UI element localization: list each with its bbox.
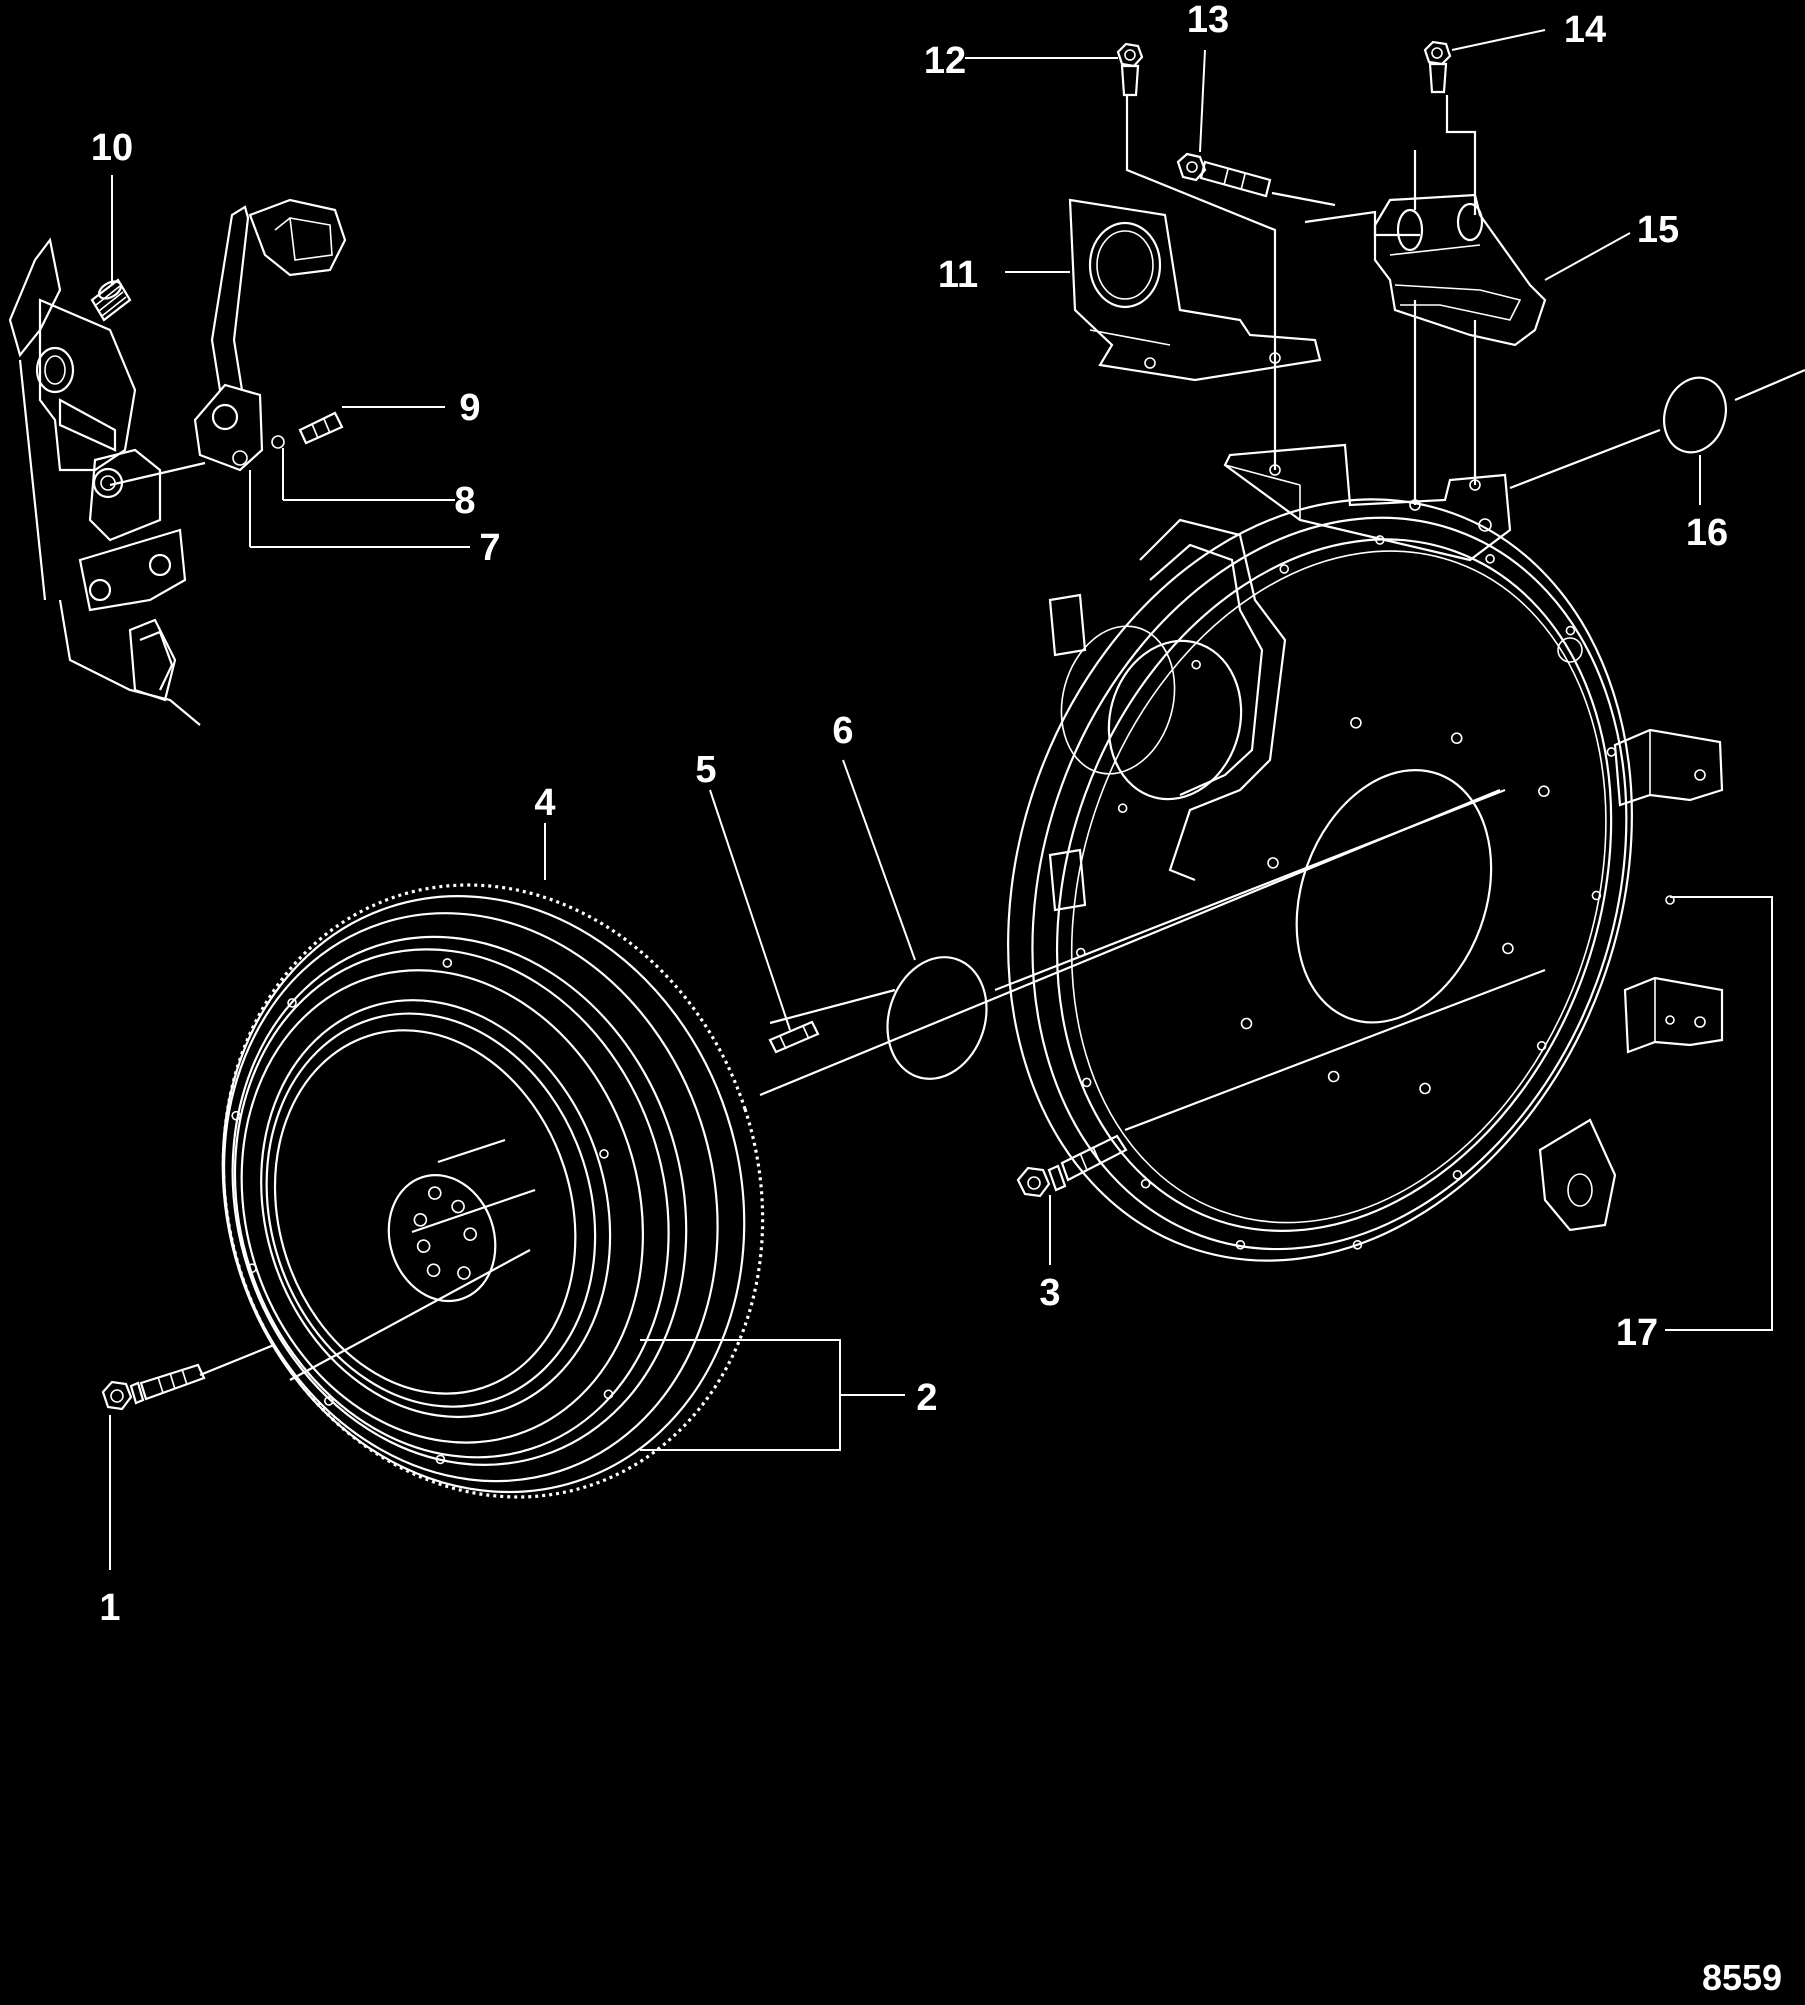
bolt-12 [1116, 42, 1144, 97]
fitting-10 [90, 278, 132, 322]
callout-4: 4 [534, 782, 555, 824]
callout-14: 14 [1564, 9, 1606, 51]
callout-6: 6 [832, 710, 853, 752]
bolt-13 [1176, 152, 1272, 198]
callout-3: 3 [1039, 1272, 1060, 1314]
callout-13: 13 [1187, 0, 1229, 41]
callout-16: 16 [1686, 512, 1728, 554]
plug-disc [886, 956, 988, 1080]
callout-2: 2 [916, 1377, 937, 1419]
bracket-plate [1068, 198, 1322, 382]
callout-11: 11 [938, 254, 978, 296]
callout-7: 7 [479, 527, 500, 569]
flywheel-bolt [101, 1363, 206, 1411]
callout-15: 15 [1637, 209, 1679, 251]
callout-12: 12 [924, 40, 966, 82]
callout-labels: 1 2 3 4 5 6 7 8 9 10 11 12 13 14 15 16 1… [91, 0, 1782, 1998]
flywheel [221, 883, 765, 1499]
bolt-14 [1423, 40, 1452, 94]
callout-8: 8 [454, 480, 475, 522]
plug-16 [1663, 376, 1727, 454]
engine-block-fragment [8, 237, 201, 726]
figure-id: 8559 [1702, 1957, 1782, 1998]
callout-17: 17 [1616, 1312, 1658, 1354]
dowel-pin [768, 1020, 820, 1054]
crank-sensor-assembly [193, 198, 347, 472]
callout-1: 1 [99, 1587, 120, 1629]
leader-lines [109, 29, 1773, 1570]
flywheel-housing [1007, 443, 1724, 1262]
hub-alignment-lines [289, 1138, 536, 1381]
callout-10: 10 [91, 127, 133, 169]
callout-5: 5 [695, 749, 716, 791]
lifting-bracket [1373, 193, 1547, 347]
housing-bolt [1016, 1134, 1128, 1198]
callout-9: 9 [459, 387, 480, 429]
